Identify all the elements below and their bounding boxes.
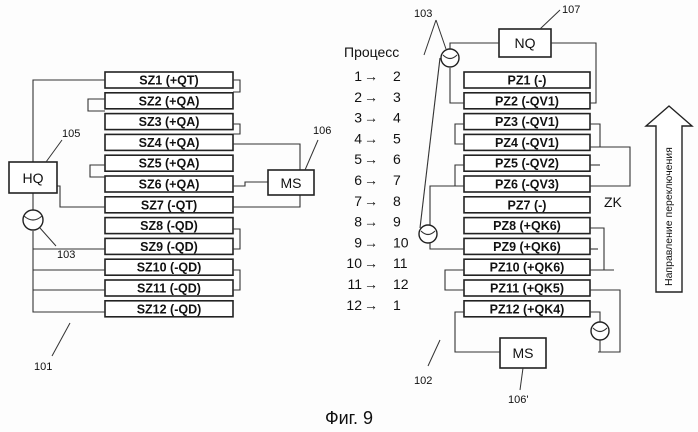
left-zone-label-7: SZ7 (-QT) [141, 198, 197, 212]
right-ms-label: MS [513, 345, 534, 361]
process-step-to-5: 6 [393, 151, 401, 167]
right-ms-ref: 106' [508, 394, 528, 406]
right-zone-label-10: PZ10 (+QK6) [490, 261, 565, 275]
left-zone-label-8: SZ8 (-QD) [140, 219, 198, 233]
right-nq-label: NQ [515, 35, 536, 51]
process-title: Процесс [344, 44, 399, 60]
left-pump-icon [23, 210, 43, 230]
right-pump-ref: 103 [414, 8, 432, 20]
process-arrow-icon: → [364, 214, 378, 230]
left-unit: SZ1 (+QT) SZ2 (+QA) SZ3 (+QA) SZ4 (+QA) SZ5 … [9, 72, 331, 373]
process-step-to-3: 4 [393, 110, 401, 126]
process-step-from-5: 5 [354, 151, 362, 167]
process-step-from-2: 2 [354, 89, 362, 105]
left-zone-label-11: SZ11 (-QD) [137, 282, 201, 296]
process-steps: 1→22→33→44→55→66→77→88→99→1010→1111→1212… [346, 68, 408, 313]
process-step-to-9: 10 [393, 234, 409, 250]
process-arrow-icon: → [364, 297, 378, 313]
process-step-to-7: 8 [393, 193, 401, 209]
switch-direction-arrow: Направление переключения [646, 106, 692, 292]
right-zone-label-11: PZ11 (+QK5) [490, 282, 564, 296]
right-zone-label-8: PZ8 (+QK6) [493, 219, 561, 233]
right-zone-label-9: PZ9 (+QK6) [493, 240, 561, 254]
left-pump-ref: 103 [57, 249, 75, 261]
process-step-from-12: 12 [346, 297, 362, 313]
right-zone-label-5: PZ5 (-QV2) [495, 157, 559, 171]
right-left-pump-icon [419, 225, 437, 243]
process-step-from-4: 4 [354, 130, 362, 146]
process-step-to-6: 7 [393, 172, 401, 188]
process-step-from-9: 9 [354, 234, 362, 250]
process-arrow-icon: → [364, 276, 378, 292]
process-arrow-icon: → [364, 68, 378, 84]
right-zone-label-12: PZ12 (+QK4) [490, 302, 565, 316]
process-arrow-icon: → [364, 151, 378, 167]
process-step-from-7: 7 [354, 193, 362, 209]
process-step-from-1: 1 [354, 68, 362, 84]
left-zone-label-1: SZ1 (+QT) [139, 74, 198, 88]
process-arrow-icon: → [364, 193, 378, 209]
right-upper-pump-icon [441, 49, 459, 67]
right-zone-label-3: PZ3 (-QV1) [495, 115, 559, 129]
right-unit: PZ1 (-) PZ2 (-QV1) PZ3 (-QV1) PZ4 (-QV1) PZ5… [414, 4, 630, 406]
left-zone-label-10: SZ10 (-QD) [137, 261, 202, 275]
right-zone-label-7: PZ7 (-) [508, 198, 547, 212]
zk-label: ZK [604, 194, 623, 210]
left-zone-label-6: SZ6 (+QA) [139, 178, 200, 192]
process-arrow-icon: → [364, 234, 378, 250]
process-step-from-6: 6 [354, 172, 362, 188]
left-hq-label: HQ [23, 170, 44, 186]
process-step-to-1: 2 [393, 68, 401, 84]
figure-caption: Фиг. 9 [325, 408, 373, 428]
process-step-from-10: 10 [346, 255, 362, 271]
left-zone-label-12: SZ12 (-QD) [137, 302, 202, 316]
process-step-from-11: 11 [347, 276, 362, 292]
process-column: Процесс 1→22→33→44→55→66→77→88→99→1010→1… [344, 44, 409, 313]
left-zone-stack: SZ1 (+QT) SZ2 (+QA) SZ3 (+QA) SZ4 (+QA) SZ5 … [105, 72, 233, 317]
process-step-from-3: 3 [354, 110, 362, 126]
left-zone-label-4: SZ4 (+QA) [139, 136, 200, 150]
left-ms-ref: 106 [313, 125, 331, 137]
process-step-to-10: 11 [393, 255, 408, 271]
left-zone-label-5: SZ5 (+QA) [139, 157, 200, 171]
process-step-to-8: 9 [393, 214, 401, 230]
right-zone-label-6: PZ6 (-QV3) [495, 178, 559, 192]
process-step-to-11: 12 [393, 276, 409, 292]
process-arrow-icon: → [364, 172, 378, 188]
process-step-to-4: 5 [393, 130, 401, 146]
process-arrow-icon: → [364, 110, 378, 126]
process-step-to-2: 3 [393, 89, 401, 105]
right-nq-ref: 107 [562, 4, 580, 16]
right-zone-label-1: PZ1 (-) [508, 74, 547, 88]
process-step-to-12: 1 [393, 297, 401, 313]
left-unit-ref: 101 [34, 361, 52, 373]
left-zone-label-3: SZ3 (+QA) [139, 115, 200, 129]
right-lower-pump-icon [591, 322, 609, 340]
right-zone-label-2: PZ2 (-QV1) [495, 94, 559, 108]
left-ms-label: MS [281, 175, 302, 191]
process-arrow-icon: → [364, 89, 378, 105]
right-unit-ref: 102 [414, 375, 432, 387]
left-zone-label-2: SZ2 (+QA) [139, 94, 200, 108]
left-zone-label-9: SZ9 (-QD) [140, 240, 198, 254]
process-arrow-icon: → [364, 130, 378, 146]
right-zone-label-4: PZ4 (-QV1) [495, 136, 559, 150]
right-zone-stack: PZ1 (-) PZ2 (-QV1) PZ3 (-QV1) PZ4 (-QV1) PZ5… [464, 72, 590, 317]
process-step-from-8: 8 [354, 214, 362, 230]
process-arrow-icon: → [364, 255, 378, 271]
left-hq-ref: 105 [62, 128, 80, 140]
switch-direction-label: Направление переключения [663, 147, 675, 286]
